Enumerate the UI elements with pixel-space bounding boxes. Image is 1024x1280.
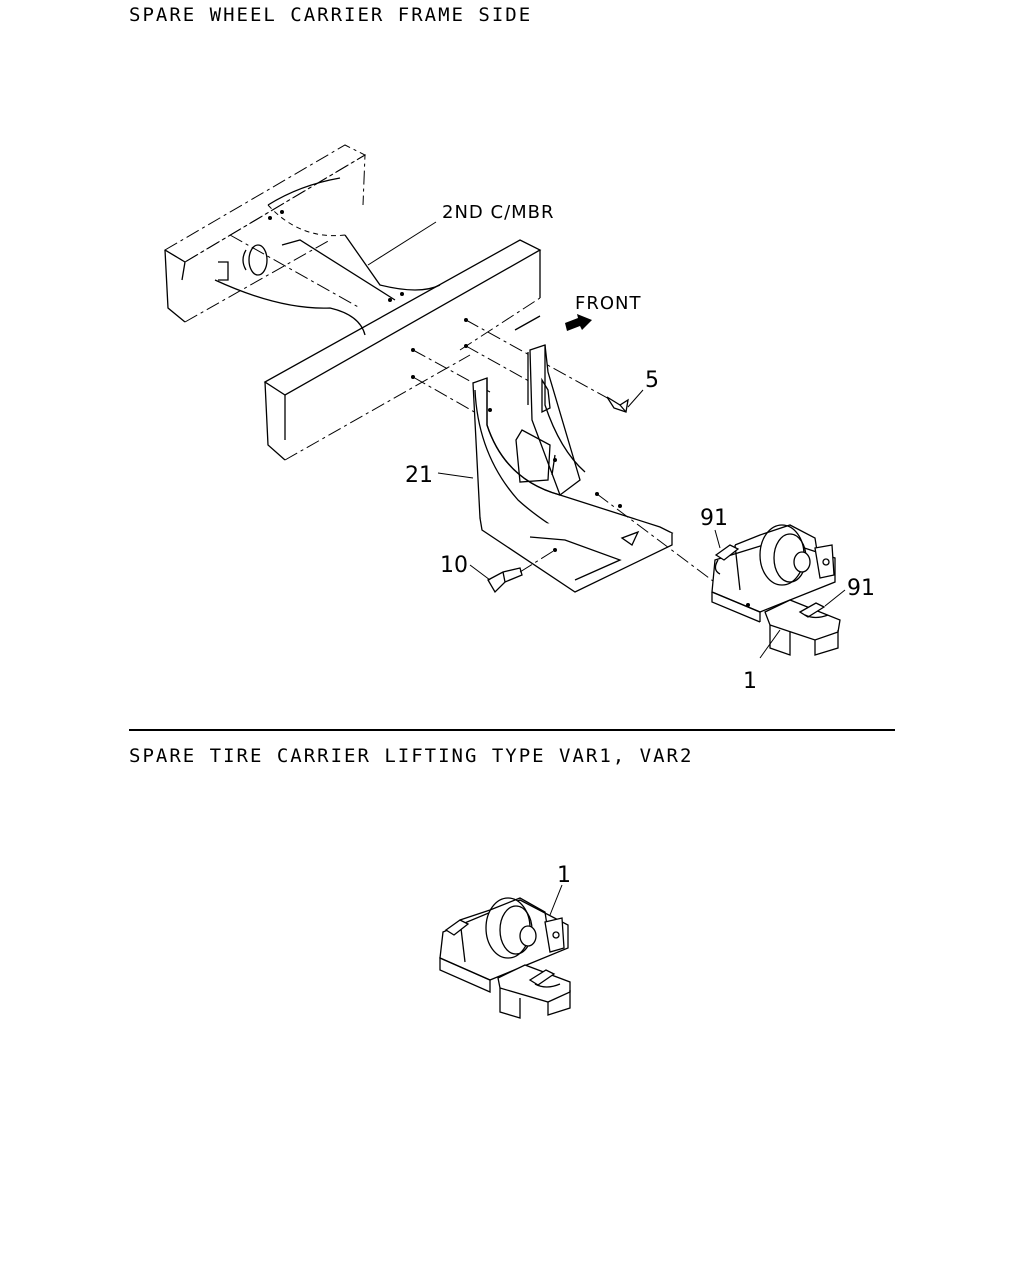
pin-91-right-leader — [824, 589, 846, 607]
carrier-bracket — [472, 344, 674, 593]
pin-91-left-leader — [714, 529, 721, 549]
arrow-right-icon — [565, 314, 592, 331]
bracket-21-leader — [437, 472, 474, 479]
bolt-5-label: 5 — [645, 368, 659, 393]
section-divider — [129, 729, 895, 731]
section-title-frame-side: SPARE WHEEL CARRIER FRAME SIDE — [129, 4, 533, 26]
bolt-5-leader — [627, 389, 644, 408]
bracket-21-label: 21 — [405, 463, 433, 488]
carrier-1-label: 1 — [743, 669, 757, 694]
carrier-1-lower-leader — [549, 884, 563, 916]
pin-91-right-label: 91 — [847, 576, 875, 601]
crossmember-leader — [367, 221, 437, 266]
bolt-10 — [487, 549, 556, 594]
pin-91-left-label: 91 — [700, 506, 728, 531]
bolt-5 — [606, 396, 629, 413]
carrier-1-leader — [759, 629, 781, 659]
bolt-projection-lines — [411, 318, 621, 419]
carrier-1-lower-label: 1 — [557, 863, 571, 888]
section-title-lifting-type: SPARE TIRE CARRIER LIFTING TYPE VAR1, VA… — [129, 745, 694, 767]
crossmember-label: 2ND C/MBR — [442, 202, 555, 223]
bolt-10-leader — [469, 564, 491, 581]
carrier-winch-upper — [711, 524, 841, 656]
frame-rails — [164, 144, 542, 461]
bolt-10-label: 10 — [440, 553, 468, 578]
front-label: FRONT — [575, 293, 642, 314]
carrier-winch-lower — [439, 897, 571, 1019]
